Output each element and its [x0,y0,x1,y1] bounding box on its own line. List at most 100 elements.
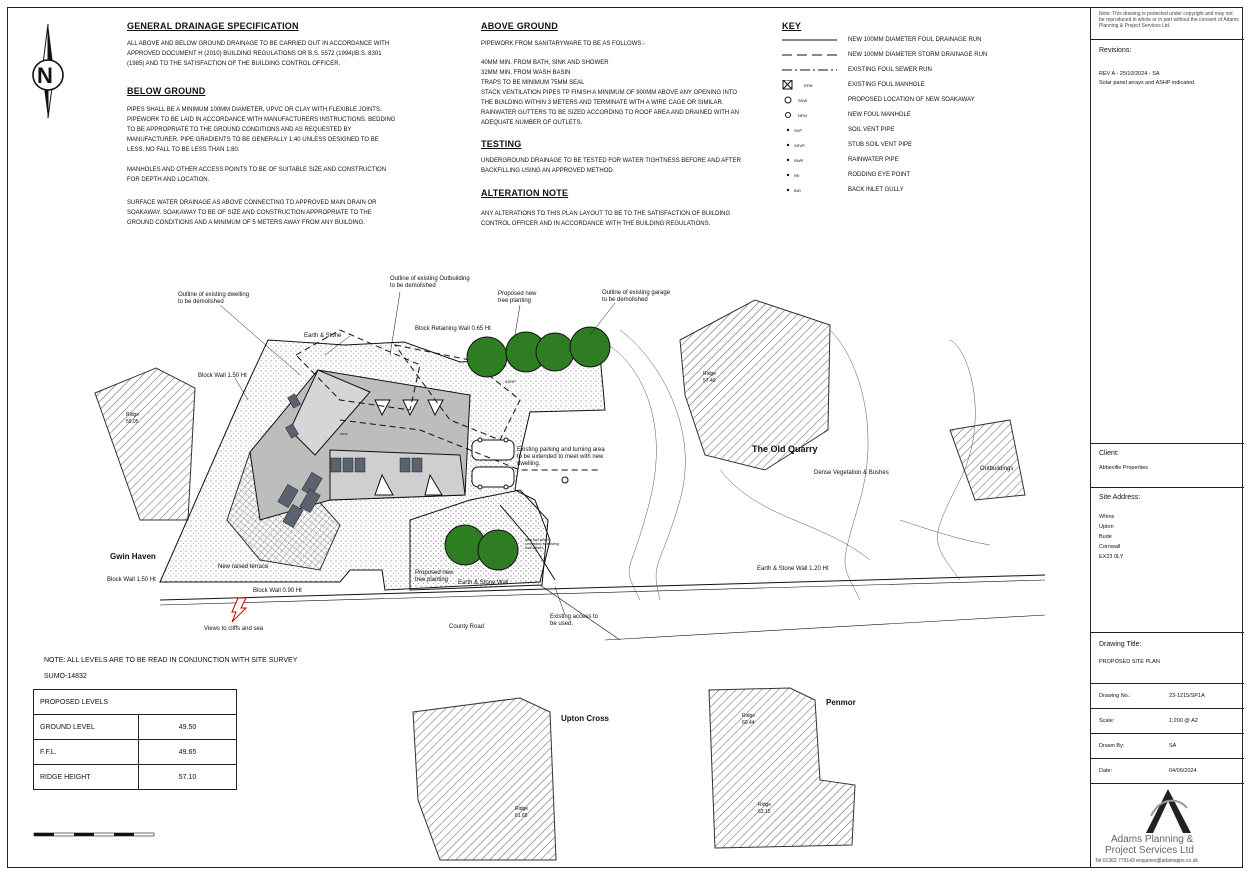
key-item: SKW PROPOSED LOCATION OF NEW SOAKAWAY [782,95,975,105]
ridge-upton-label: Ridge 61.65 [515,806,529,819]
key-sym-rwp: rwp [794,158,804,163]
upton-cross-building [412,697,557,861]
road-edge [159,574,1046,601]
key-item: EFM EXISTING FOUL MANHOLE [782,80,925,90]
earth-stone-wall-120-label: Earth & Stone Wall 1.20 Ht [757,566,829,572]
key-sym-re: re [794,173,800,178]
below-ground-body-3: SURFACE WATER DRAINAGE AS ABOVE CONNECTI… [127,200,377,226]
foul-connection-label: New foul sewer connection to existing ma… [525,538,559,550]
outline-outbuilding-label: Outline of existing Outbuilding to be de… [390,276,470,289]
testing-title: TESTING [481,139,522,149]
date-value: 04/06/2024 [1169,768,1197,774]
key-sym-efm: EFM [804,83,812,88]
key-title: KEY [782,21,802,31]
penmor-label: Penmor [826,698,856,707]
company-name-1: Adams Planning & [1111,834,1194,845]
block-wall-left-label: Block Wall 1.50 Ht [107,577,156,583]
company-name-2: Project Services Ltd [1105,845,1194,856]
raised-terrace-label: New raised terrace [218,564,269,570]
client-label: Client: [1099,450,1119,457]
existing-access-label: Existing access to be used. [550,614,599,627]
outline-garage-label: Outline of existing garage to be demolis… [602,290,671,303]
penmor-building [708,687,856,849]
county-road-label: County Road [449,624,485,630]
key-sym-nfm: NFM [798,113,807,118]
date-label: Date: [1099,768,1113,774]
gwin-haven-label: Gwin Haven [110,552,156,561]
site-address: Whins Upton Bude Cornwall EX23 0LY [1099,514,1124,560]
north-arrow-icon [32,23,64,119]
views-arrow-icon [231,597,248,623]
company-contact: Tel:01363 779143 enquiries@adamspps.co.u… [1095,858,1198,864]
key-sym-ssvp: ssvp [794,143,805,148]
general-spec-title: GENERAL DRAINAGE SPECIFICATION [127,21,299,31]
above-ground-title: ABOVE GROUND [481,21,558,31]
key-item: EXISTING FOUL SEWER RUN [782,67,932,73]
levels-note: NOTE: ALL LEVELS ARE TO BE READ IN CONJU… [44,657,298,664]
existing-dwelling-outline [295,329,421,411]
proposed-tree-label-1: Proposed new tree planting [498,291,537,304]
parking-label: Existing parking and turning area to be … [517,447,605,467]
survey-ref: SUMO-14832 [44,673,87,680]
existing-outbuilding-outline [393,344,521,441]
drawing-title-label: Drawing Title: [1099,641,1142,648]
below-ground-body-2: MANHOLES AND OTHER ACCESS POINTS TO BE O… [127,167,387,183]
drawing-title: PROPOSED SITE PLAN [1099,659,1160,665]
ridge-penmor-label-2: Ridge 63.15 [758,802,772,815]
key-item: NFM NEW FOUL MANHOLE [782,110,911,120]
block-wall-top-label: Block Wall 1.50 Ht [198,373,247,379]
roof-plane-1 [289,369,371,456]
retaining-wall-label: Block Retaining Wall 0.65 Ht [415,326,491,332]
client-name: Abbeville Properties [1099,465,1148,471]
key-item: NEW 100mm DIAMETER FOUL DRAINAGE RUN [782,37,982,43]
key-sym-svp: svp [794,128,802,133]
drawn-by: SA [1169,743,1177,749]
earth-stone-wall-label: Earth & Stone Wall [458,580,509,586]
roof-plane-2 [329,449,466,501]
ashp-label: ASHP [505,379,516,384]
key-item: svp SOIL VENT PIPE [782,125,894,135]
dense-vegetation-label: Dense Vegetation & Bushes [814,470,889,476]
drawn-by-label: Drawn By: [1099,743,1125,749]
table-row: F.F.L.49.65 [33,739,237,765]
earth-stone-label: Earth & Stone [304,333,342,339]
outbuildings-label: Outbuildings [980,466,1014,472]
title-block: Note: This drawing is protected under co… [1090,7,1244,868]
drawing-no-label: Drawing No.: [1099,693,1131,699]
key-item: ssvp STUB SOIL VENT PIPE [782,140,912,150]
key-sym-big: big [794,188,801,193]
key-sym-skw: SKW [798,98,807,103]
views-label: Views to cliffs and sea [204,626,264,632]
drawing-sheet [7,7,1243,868]
gwin-haven-building [94,367,196,521]
revision-1: REV A - 25/10/2024 - SA [1099,71,1160,77]
old-quarry-label: The Old Quarry [752,444,818,454]
north-label: N [37,63,53,88]
outline-dwelling-label: Outline of existing dwelling to be demol… [178,292,250,305]
block-wall-090-label: Block Wall 0.90 Ht [253,588,302,594]
general-spec-body: ALL ABOVE AND BELOW GROUND DRAINAGE TO B… [127,41,390,67]
copyright-note: Note: This drawing is protected under co… [1099,11,1239,29]
alteration-title: ALTERATION NOTE [481,188,569,198]
site-plan [33,291,1046,861]
outbuilding [949,419,1026,501]
scale-value: 1:200 @ A2 [1169,718,1198,724]
levels-title: PROPOSED LEVELS [33,689,237,715]
revision-1-note: Solar panel arrays and ASHP indicated. [1099,80,1196,86]
site-address-label: Site Address: [1099,494,1141,501]
key-item: rwp RAINWATER PIPE [782,155,899,165]
testing-body: UNDERGROUND DRAINAGE TO BE TESTED FOR WA… [481,158,741,174]
proposed-trees [444,326,611,571]
revisions-label: Revisions: [1099,47,1132,54]
key-item: re RODDING EYE POINT [782,170,910,180]
solar-panel-array [277,393,423,529]
new-dwelling-label: new [340,431,348,436]
above-ground-body-2: 40MM MIN. FROM BATH, SINK AND SHOWER 32M… [481,60,739,126]
table-row: PROPOSED LEVELS [33,689,237,715]
ridge-penmor-label-1: Ridge 60.44 [742,713,756,726]
below-ground-body-1: PIPES SHALL BE A MINIMUM 100MM DIAMETER,… [127,107,396,153]
scale-bar [33,832,155,837]
